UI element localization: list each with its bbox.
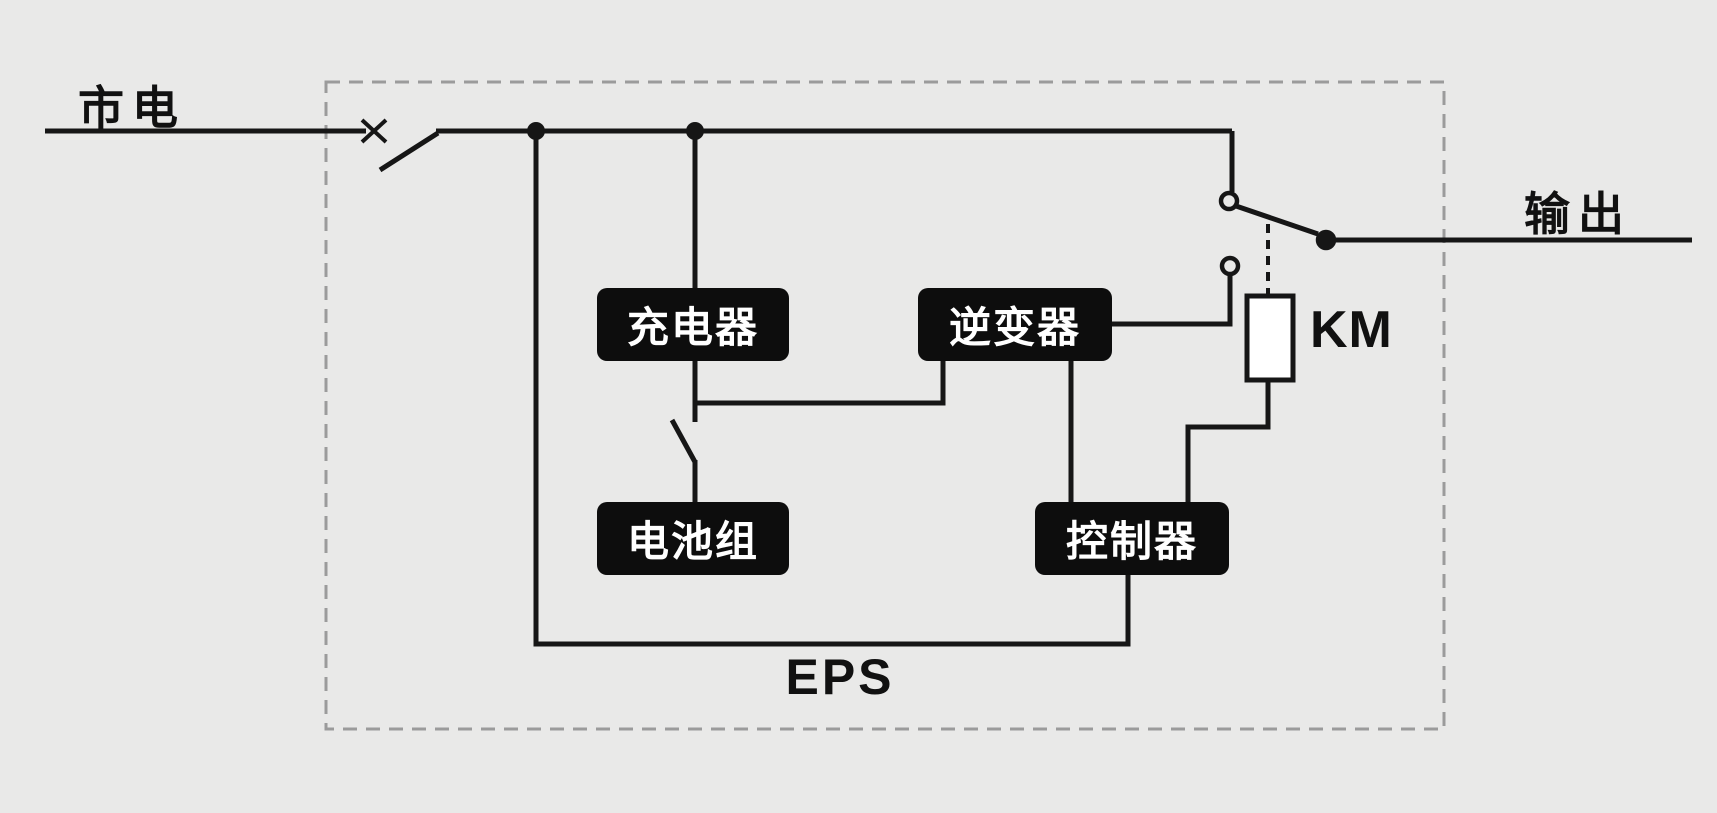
battery-switch-blade bbox=[669, 418, 698, 464]
switch-contact-x-icon bbox=[360, 118, 388, 144]
transfer-contact-mains bbox=[1218, 190, 1240, 212]
transfer-contact-output bbox=[1315, 229, 1337, 251]
controller-block: 控制器 bbox=[1035, 502, 1229, 575]
charger-block: 充电器 bbox=[597, 288, 789, 361]
eps-enclosure-border bbox=[324, 80, 1446, 731]
charger-to-inverter-wire bbox=[695, 361, 946, 406]
controller-to-km-wire bbox=[1185, 380, 1271, 502]
battery-block: 电池组 bbox=[597, 502, 789, 575]
eps-system-label: EPS bbox=[785, 649, 895, 705]
km-coil bbox=[1244, 293, 1296, 383]
switch-blade bbox=[378, 130, 440, 173]
transfer-blade bbox=[1235, 203, 1319, 237]
km-contactor-label: KM bbox=[1310, 301, 1393, 359]
mains-label: 市电 bbox=[78, 82, 186, 134]
inverter-to-transfer-wire bbox=[1112, 274, 1233, 327]
transfer-switch bbox=[1218, 190, 1337, 277]
mains-disconnect-switch bbox=[360, 118, 440, 173]
transfer-contact-inverter bbox=[1219, 255, 1241, 277]
bus-to-controller-wire bbox=[533, 131, 1131, 647]
output-label: 输出 bbox=[1524, 188, 1632, 240]
inverter-block: 逆变器 bbox=[918, 288, 1112, 361]
